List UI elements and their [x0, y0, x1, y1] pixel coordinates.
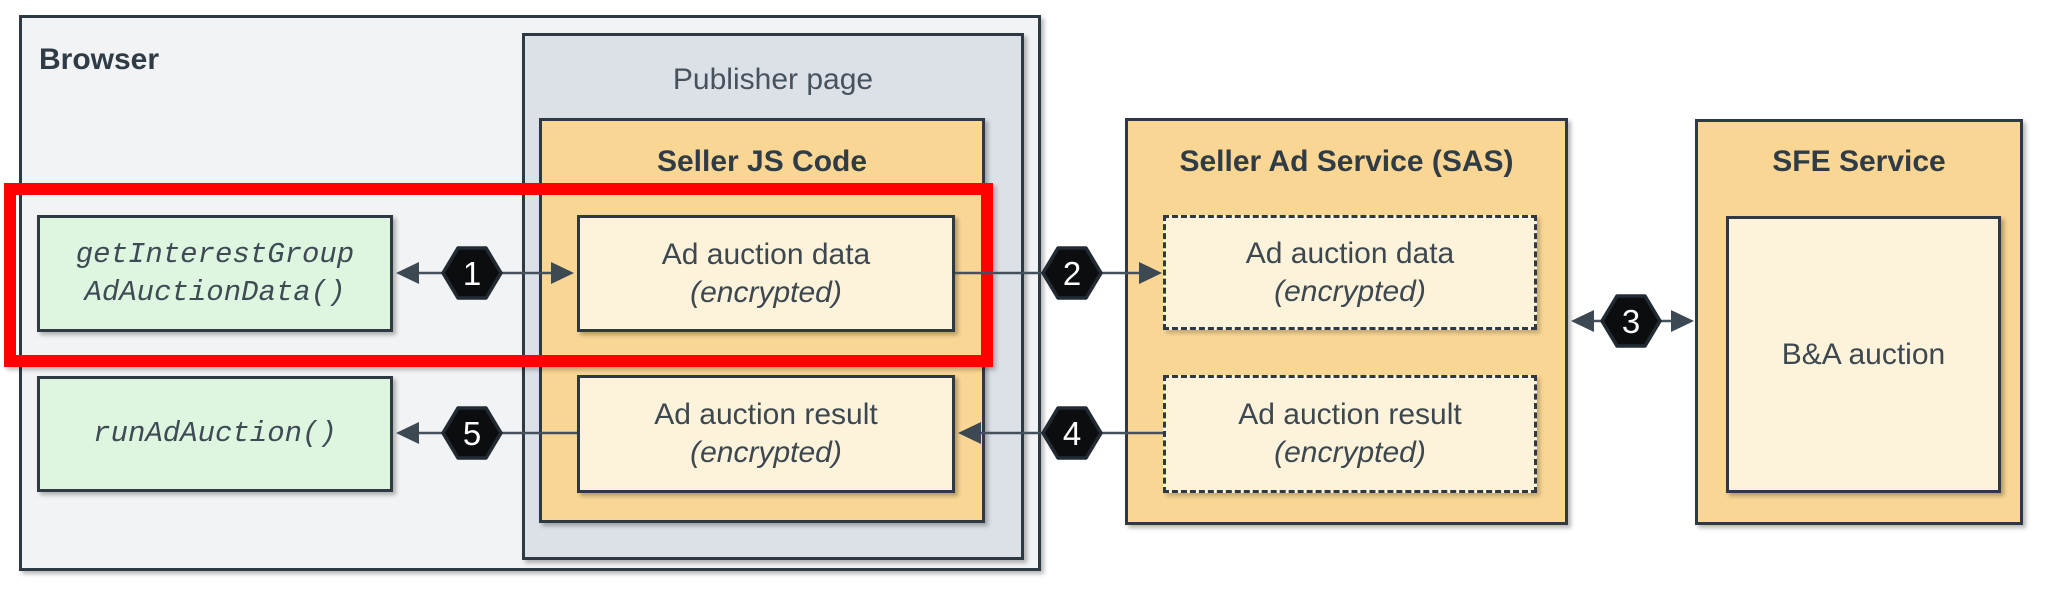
sas-ad-auction-result-box: Ad auction result (encrypted) [1163, 375, 1537, 493]
box-line1: B&A auction [1781, 337, 1946, 371]
seller-ad-service-title: Seller Ad Service (SAS) [1179, 145, 1514, 178]
svg-text:2: 2 [1063, 255, 1081, 292]
svg-text:4: 4 [1063, 415, 1081, 452]
step-badge-4 [1041, 406, 1103, 460]
seller-js-ad-auction-result-box: Ad auction result (encrypted) [577, 375, 955, 493]
browser-title: Browser [39, 43, 160, 76]
sas-ad-auction-data-box: Ad auction data (encrypted) [1163, 215, 1537, 330]
box-line2: (encrypted) [690, 436, 842, 469]
arrow-step-3: 3 [1571, 294, 1694, 348]
api-call-line2: AdAuctionData() [84, 275, 346, 309]
seller-js-title: Seller JS Code [656, 145, 868, 178]
box-line2: (encrypted) [1274, 436, 1426, 469]
api-call-line1: runAdAuction() [93, 417, 337, 450]
box-line1: Ad auction data [1245, 236, 1455, 270]
box-line2: (encrypted) [690, 275, 842, 309]
run-ad-auction-box: runAdAuction() [37, 376, 393, 492]
ba-auction-box: B&A auction [1726, 216, 2001, 493]
box-line2: (encrypted) [1274, 274, 1426, 308]
step-badge-2 [1041, 246, 1103, 300]
seller-js-ad-auction-data-box: Ad auction data (encrypted) [577, 215, 955, 332]
arrowhead-right-icon [1671, 310, 1694, 332]
box-line1: Ad auction data [661, 237, 871, 271]
red-highlight-rectangle [4, 183, 993, 367]
publisher-page-title: Publisher page [672, 63, 874, 96]
box-line1: Ad auction result [654, 398, 878, 431]
arrowhead-left-icon [1571, 310, 1594, 332]
step-badge-3 [1600, 294, 1662, 348]
svg-text:3: 3 [1622, 303, 1640, 340]
box-line1: Ad auction result [1238, 398, 1462, 431]
get-interest-group-ad-auction-data-box: getInterestGroup AdAuctionData() [37, 215, 393, 332]
api-call-line1: getInterestGroup [75, 237, 355, 271]
sfe-service-title: SFE Service [1772, 145, 1946, 178]
